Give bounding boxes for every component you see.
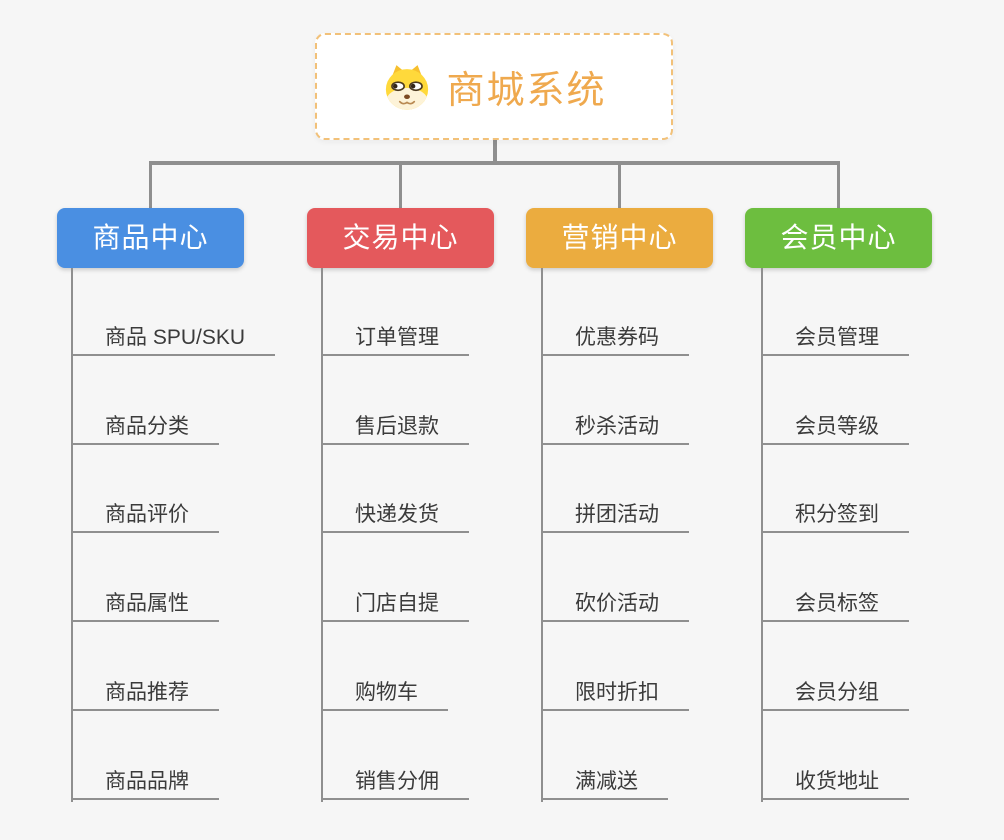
spine-member-center [761, 268, 763, 802]
leaf-node[interactable]: 收货地址 [761, 764, 909, 800]
root-title: 商城系统 [446, 70, 607, 112]
leaf-node[interactable]: 订单管理 [321, 320, 469, 356]
leaf-node[interactable]: 优惠券码 [541, 320, 689, 356]
spine-marketing-center [541, 268, 543, 802]
leaf-node[interactable]: 门店自提 [321, 586, 469, 622]
connector-drop-marketing [618, 161, 621, 208]
connector-drop-member [837, 161, 840, 208]
leaf-node[interactable]: 秒杀活动 [541, 409, 689, 445]
branch-node-member-center[interactable]: 会员中心 [745, 208, 932, 268]
leaf-node[interactable]: 商品评价 [71, 497, 219, 533]
leaf-node[interactable]: 会员标签 [761, 586, 909, 622]
leaf-node[interactable]: 拼团活动 [541, 497, 689, 533]
leaf-node[interactable]: 会员分组 [761, 675, 909, 711]
branch-node-product-center[interactable]: 商品中心 [57, 208, 244, 268]
leaf-node[interactable]: 商品分类 [71, 409, 219, 445]
root-node[interactable]: 商城系统 [315, 33, 673, 140]
leaf-node[interactable]: 限时折扣 [541, 675, 689, 711]
connector-drop-trade [399, 161, 402, 208]
leaf-node[interactable]: 销售分佣 [321, 764, 469, 800]
branch-node-trade-center[interactable]: 交易中心 [307, 208, 494, 268]
dog-face-icon [381, 62, 433, 112]
leaf-node[interactable]: 快递发货 [321, 497, 469, 533]
leaf-node[interactable]: 购物车 [321, 675, 448, 711]
connector-horizontal-bar [149, 161, 840, 165]
spine-product-center [71, 268, 73, 802]
leaf-node[interactable]: 售后退款 [321, 409, 469, 445]
leaf-node[interactable]: 会员管理 [761, 320, 909, 356]
leaf-node[interactable]: 商品品牌 [71, 764, 219, 800]
leaf-node[interactable]: 砍价活动 [541, 586, 689, 622]
spine-trade-center [321, 268, 323, 802]
leaf-node[interactable]: 商品属性 [71, 586, 219, 622]
branch-node-marketing-center[interactable]: 营销中心 [526, 208, 713, 268]
leaf-node[interactable]: 满减送 [541, 764, 668, 800]
connector-root-stem [493, 138, 497, 164]
connector-drop-product [149, 161, 152, 208]
leaf-node[interactable]: 商品 SPU/SKU [71, 320, 276, 356]
leaf-node[interactable]: 积分签到 [761, 497, 909, 533]
leaf-node[interactable]: 商品推荐 [71, 675, 219, 711]
leaf-node[interactable]: 会员等级 [761, 409, 909, 445]
